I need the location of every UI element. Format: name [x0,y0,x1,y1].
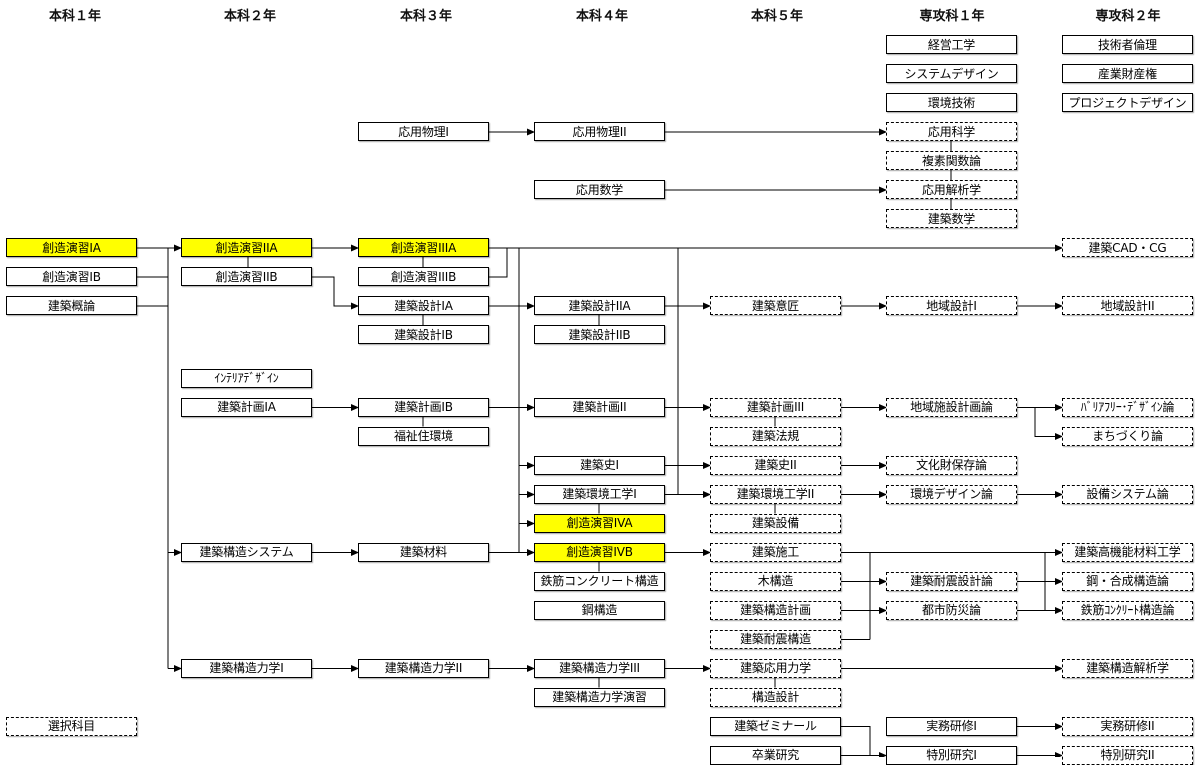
course-box-s1_10: 環境デザイン論 [886,484,1017,504]
course-box-s1_3: 応用科学 [886,122,1017,141]
course-box-c1_0: 創造演習IA [6,238,137,257]
course-box-c4_2: 建築設計IIA [534,296,665,315]
course-box-c5_10: 建築応用力学 [710,658,841,678]
course-box-c5_9: 建築耐震構造 [710,629,841,649]
course-box-c4_11: 建築構造力学III [534,658,665,678]
course-box-s2_2: プロジェクトデザイン [1062,93,1193,112]
course-box-c3_5: 建築計画IB [358,397,489,417]
course-box-s2_7: 設備システム論 [1062,484,1193,504]
course-box-c5_11: 構造設計 [710,687,841,707]
course-box-c1_1: 創造演習IB [6,267,137,286]
course-box-c2_5: 建築構造力学I [181,658,312,678]
course-box-s1_2: 環境技術 [886,93,1017,112]
course-box-s2_10: 鉄筋ｺﾝｸﾘｰﾄ構造論 [1062,600,1193,620]
course-box-s2_8: 建築高機能材料工学 [1062,542,1193,562]
course-box-c2_1: 創造演習IIB [181,267,312,286]
connector-17 [489,248,508,278]
course-box-c3_2: 創造演習IIIB [358,267,489,286]
course-box-c3_8: 建築構造力学II [358,658,489,678]
course-box-c4_10: 鋼構造 [534,600,665,620]
course-box-c2_3: 建築計画IA [181,397,312,417]
course-box-s1_4: 複素関数論 [886,151,1017,170]
course-box-c1_3: 選択科目 [6,716,137,736]
course-box-s2_3: 建築CAD・CG [1062,238,1193,257]
course-box-c5_4: 建築環境工学II [710,484,841,504]
course-box-c4_3: 建築設計IIB [534,325,665,344]
course-box-c3_1: 創造演習IIIA [358,238,489,257]
course-box-s2_4: 地域設計II [1062,296,1193,315]
course-box-c3_6: 福祉住環境 [358,426,489,446]
year-header-adv2: 専攻科２年 [1095,9,1161,24]
year-header-3: 本科３年 [399,9,452,24]
connector-59 [1034,407,1063,440]
course-box-s1_7: 地域設計I [886,296,1017,315]
course-box-c2_2: ｲﾝﾃﾘｱﾃﾞｻﾞｲﾝ [181,368,312,388]
course-box-c3_7: 建築材料 [358,542,489,562]
course-box-c4_5: 建築史I [534,455,665,475]
course-box-s1_1: システムデザイン [886,64,1017,83]
course-box-c4_9: 鉄筋コンクリート構造 [534,571,665,591]
course-box-c1_2: 建築概論 [6,296,137,315]
course-box-c4_0: 応用物理II [534,122,665,141]
year-header-5: 本科５年 [750,9,803,24]
course-box-s1_13: 実務研修I [886,716,1017,736]
course-box-c5_6: 建築施工 [710,542,841,562]
course-box-c5_1: 建築計画III [710,397,841,417]
course-box-c5_13: 卒業研究 [710,745,841,765]
course-box-s1_9: 文化財保存論 [886,455,1017,475]
connector-55 [841,726,871,756]
connector-8 [312,276,359,310]
course-box-c5_0: 建築意匠 [710,296,841,315]
year-header-1: 本科１年 [48,9,101,24]
course-box-c3_0: 応用物理I [358,122,489,141]
course-box-c5_3: 建築史II [710,455,841,475]
year-header-2: 本科２年 [223,9,276,24]
course-box-s2_11: 建築構造解析学 [1062,658,1193,678]
course-box-c5_7: 木構造 [710,571,841,591]
course-box-s1_14: 特別研究I [886,745,1017,765]
course-box-s2_0: 技術者倫理 [1062,35,1193,54]
course-box-c4_7: 創造演習IVA [534,513,665,533]
course-box-s2_12: 実務研修II [1062,716,1193,736]
course-box-c5_2: 建築法規 [710,426,841,446]
course-box-s2_6: まちづくり論 [1062,426,1193,446]
course-box-c4_8: 創造演習IVB [534,542,665,562]
course-box-c3_3: 建築設計IA [358,296,489,315]
course-box-s2_9: 鋼・合成構造論 [1062,571,1193,591]
course-box-c4_1: 応用数学 [534,180,665,199]
course-box-c5_12: 建築ゼミナール [710,716,841,736]
course-box-c5_8: 建築構造計画 [710,600,841,620]
course-box-s1_5: 応用解析学 [886,180,1017,199]
course-box-s1_8: 地域施設計画論 [886,397,1017,417]
course-box-s2_13: 特別研究II [1062,745,1193,765]
course-box-c4_6: 建築環境工学I [534,484,665,504]
course-box-s1_11: 建築耐震設計論 [886,571,1017,591]
course-box-s1_12: 都市防災論 [886,600,1017,620]
course-box-s2_1: 産業財産権 [1062,64,1193,83]
year-header-adv1: 専攻科１年 [919,9,985,24]
course-box-c5_5: 建築設備 [710,513,841,533]
course-box-c2_4: 建築構造システム [181,542,312,562]
course-box-c4_4: 建築計画II [534,397,665,417]
course-box-c4_12: 建築構造力学演習 [534,687,665,707]
year-header-4: 本科４年 [575,9,628,24]
course-box-c3_4: 建築設計IB [358,325,489,344]
course-box-s1_6: 建築数学 [886,209,1017,228]
course-box-s1_0: 経営工学 [886,35,1017,54]
course-box-s2_5: ﾊﾞﾘｱﾌﾘｰ･ﾃﾞｻﾞｲﾝ論 [1062,397,1193,417]
course-box-c2_0: 創造演習IIA [181,238,312,257]
